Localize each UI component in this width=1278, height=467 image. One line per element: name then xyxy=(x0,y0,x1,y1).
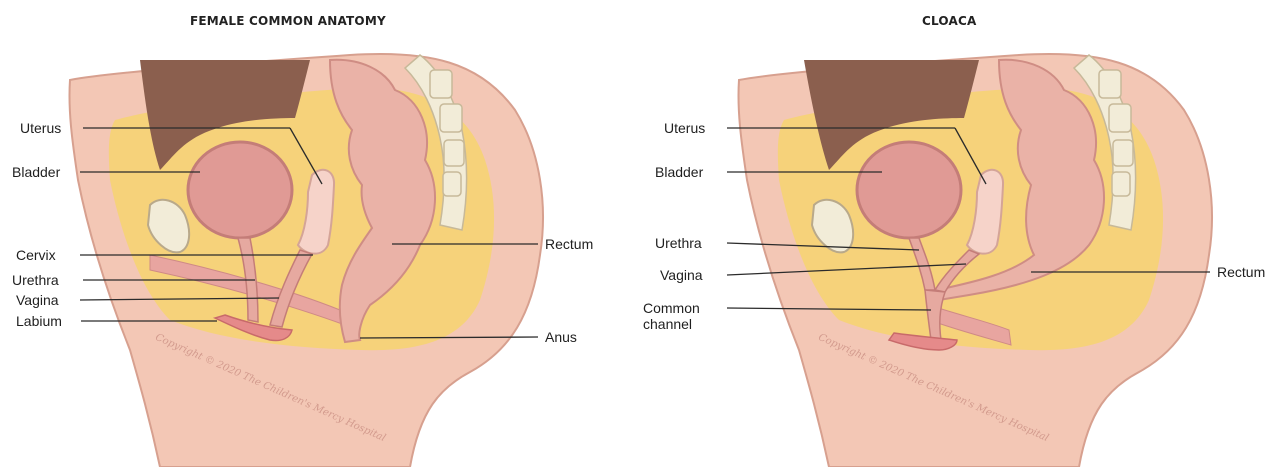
female-anatomy-panel: FEMALE COMMON ANATOMY xyxy=(0,0,639,467)
cloaca-panel: CLOACA Uterus Bladder Urethra Vagina Com… xyxy=(639,0,1278,467)
urethra-label: Urethra xyxy=(655,235,702,251)
rectum-label: Rectum xyxy=(1217,264,1265,280)
bladder-label: Bladder xyxy=(12,164,60,180)
bladder xyxy=(188,142,292,238)
bladder-label: Bladder xyxy=(655,164,703,180)
uterus-label: Uterus xyxy=(664,120,705,136)
urethra-label: Urethra xyxy=(12,272,59,288)
vagina-label: Vagina xyxy=(16,292,59,308)
anus-label: Anus xyxy=(545,329,577,345)
common-channel-label: Common channel xyxy=(643,300,723,332)
cervix-label: Cervix xyxy=(16,247,56,263)
rectum-label: Rectum xyxy=(545,236,593,252)
bladder xyxy=(857,142,961,238)
uterus-label: Uterus xyxy=(20,120,61,136)
vagina-label: Vagina xyxy=(660,267,703,283)
female-anatomy-illustration xyxy=(0,0,639,467)
labium-label: Labium xyxy=(16,313,62,329)
